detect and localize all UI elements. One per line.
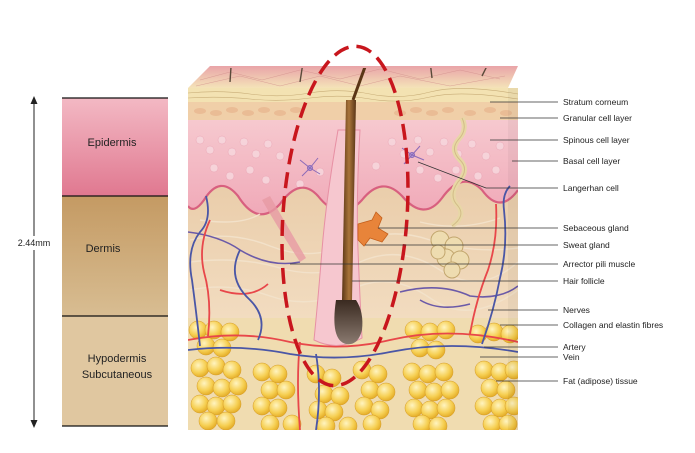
scale-bar: 2.44mm <box>12 96 56 428</box>
label-langerhan-cell: Langerhan cell <box>563 183 619 193</box>
surface-hairs <box>229 68 487 83</box>
label-sweat-gland: Sweat gland <box>563 240 610 250</box>
label-hair-follicle: Hair follicle <box>563 276 605 286</box>
layer-band-hypodermis <box>62 316 168 426</box>
leader-lines <box>290 101 558 382</box>
layer-band-epidermis <box>62 98 168 196</box>
leader-langerhan-cell <box>417 161 487 189</box>
scale-label: 2.44mm <box>18 238 51 248</box>
label-basal-cell-layer: Basal cell layer <box>563 156 620 166</box>
label-collagen-elastin: Collagen and elastin fibres <box>563 320 663 330</box>
hair-bulb <box>334 300 363 345</box>
label-artery: Artery <box>563 342 586 352</box>
veins <box>188 185 518 430</box>
skin-surface <box>188 66 518 88</box>
label-vein: Vein <box>563 352 580 362</box>
label-fat-tissue: Fat (adipose) tissue <box>563 376 638 386</box>
structure-labels: Stratum corneum Granular cell layer Spin… <box>563 97 663 386</box>
layer-label-subcutaneous: Subcutaneous <box>82 369 153 381</box>
label-arrector-pili-muscle: Arrector pili muscle <box>563 259 636 269</box>
scale-arrow-down-icon <box>30 420 38 428</box>
label-sebaceous-gland: Sebaceous gland <box>563 223 629 233</box>
label-spinous-cell-layer: Spinous cell layer <box>563 135 630 145</box>
layer-label-epidermis: Epidermis <box>88 137 137 149</box>
stratum-corneum <box>188 88 518 102</box>
arteries <box>188 203 518 430</box>
layer-band-dermis <box>62 196 168 316</box>
label-granular-cell-layer: Granular cell layer <box>563 113 632 123</box>
label-stratum-corneum: Stratum corneum <box>563 97 628 107</box>
skin-cross-section <box>188 66 518 430</box>
sweat-gland <box>430 116 470 279</box>
sebaceous-gland <box>357 211 389 247</box>
layer-column: Epidermis Dermis Hypodermis Subcutaneous <box>62 97 168 427</box>
label-nerves: Nerves <box>563 305 590 315</box>
layer-label-dermis: Dermis <box>86 243 121 255</box>
layer-label-hypodermis: Hypodermis <box>88 353 147 365</box>
scale-arrow-up-icon <box>30 96 38 104</box>
langerhan-cells <box>299 145 425 177</box>
hair-follicle-highlight <box>280 44 410 388</box>
hair-shaft <box>342 100 356 300</box>
